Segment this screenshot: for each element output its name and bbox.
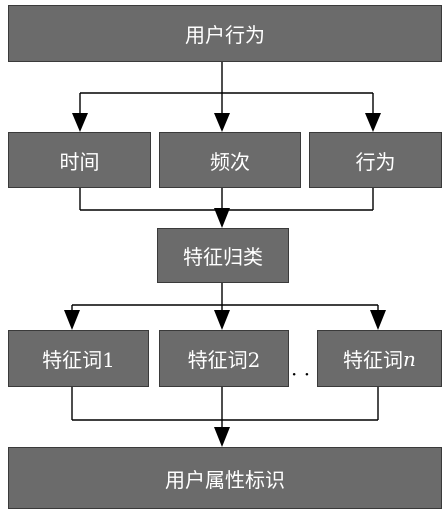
node-feature-classify: 特征归类 xyxy=(157,228,289,283)
arrowhead xyxy=(370,310,386,330)
arrowhead xyxy=(214,310,230,330)
arrowhead xyxy=(64,310,80,330)
arrowhead xyxy=(214,427,230,447)
arrowhead xyxy=(365,113,381,132)
node-feature-word-2: 特征词2 xyxy=(159,330,289,387)
node-feature-word-1: 特征词1 xyxy=(8,330,149,387)
node-time: 时间 xyxy=(8,132,151,188)
arrowhead xyxy=(214,113,230,132)
node-behavior: 行为 xyxy=(309,132,442,188)
arrowhead xyxy=(214,208,230,228)
node-user-attribute-id: 用户属性标识 xyxy=(8,447,442,509)
node-feature-word-n-prefix: 特征词 xyxy=(343,348,404,372)
node-frequency: 频次 xyxy=(159,132,301,188)
node-user-behavior: 用户行为 xyxy=(8,5,442,62)
arrowhead xyxy=(72,113,88,132)
node-feature-word-n-suffix: n xyxy=(403,346,416,371)
